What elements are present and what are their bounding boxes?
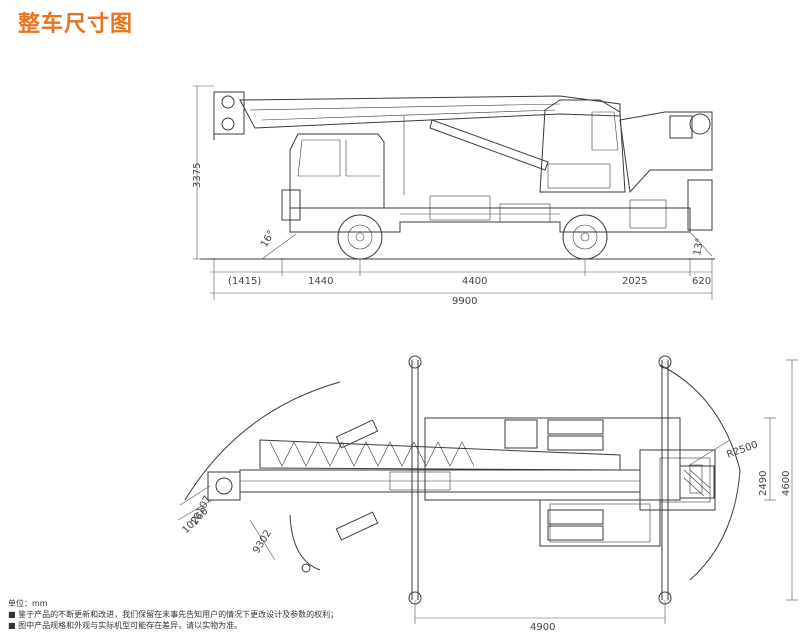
dim-front-overhang-label: (1415) — [228, 276, 261, 287]
departure-angle-label: 13° — [692, 237, 706, 256]
dim-rear-label: 2025 — [622, 276, 647, 287]
page-title: 整车尺寸图 — [18, 12, 134, 37]
outrigger-span-label: 4900 — [530, 622, 555, 633]
dim-rear-overhang-label: 620 — [692, 276, 711, 287]
width-outer-label: 4600 — [781, 471, 792, 496]
top-view-crane — [184, 355, 741, 605]
note-line-2: ■ 图中产品规格和外观与实际机型可能存在差异，请以实物为准。 — [8, 621, 243, 630]
dim-total-length-label: 9900 — [452, 296, 477, 307]
unit-note: 单位：mm — [8, 599, 48, 608]
approach-angle-label: 16° — [259, 229, 277, 250]
side-view-crane — [200, 91, 715, 260]
side-dimensions — [193, 85, 713, 300]
note-line-1: ■ 鉴于产品的不断更新和改进，我们保留在未事先告知用户的情况下更改设计及参数的权… — [8, 610, 339, 619]
radius-3-label: 9302 — [251, 528, 274, 555]
footnotes: 单位：mm ■ 鉴于产品的不断更新和改进，我们保留在未事先告知用户的情况下更改设… — [8, 598, 338, 631]
dim-front-axle-label: 1440 — [308, 276, 333, 287]
dim-height-label: 3375 — [192, 163, 203, 188]
dim-wheelbase-label: 4400 — [462, 276, 487, 287]
top-dimensions — [177, 359, 798, 624]
width-inner-label: 2490 — [758, 471, 769, 496]
